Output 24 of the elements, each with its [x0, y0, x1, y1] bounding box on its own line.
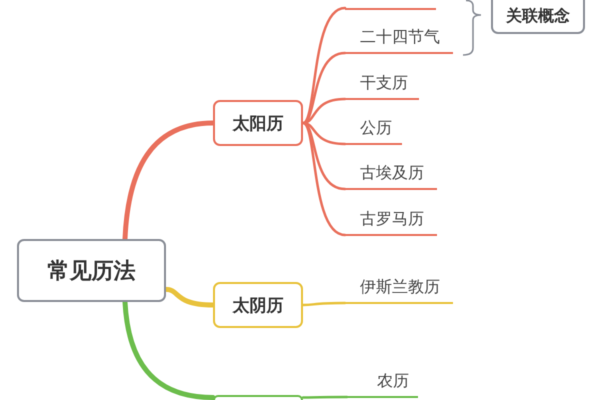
branch-connector [302, 122, 346, 236]
subtopic-label: 公历 [345, 114, 402, 144]
subtopic-label: 伊斯兰教历 [345, 273, 453, 304]
topic-title: 关联概念 [506, 6, 570, 26]
main-topic-box [213, 395, 303, 400]
branch-connector [122, 300, 216, 400]
topic-title: 太阳历 [232, 112, 284, 134]
topic-title: 太阴历 [232, 294, 284, 316]
central-topic-box [17, 239, 166, 302]
subtopic-label: 古罗马历 [345, 205, 437, 236]
subtopic-label: 干支历 [345, 69, 419, 100]
subtopic-label: 农历 [347, 367, 418, 398]
topic-title: 常见历法 [48, 258, 136, 286]
branch-connector [164, 286, 216, 308]
subtopic-label: 古埃及历 [345, 159, 437, 190]
branch-connector [302, 302, 346, 306]
main-topic-box [213, 282, 303, 328]
branch-connector [122, 120, 216, 242]
topic-underline [345, 7, 436, 10]
main-topic-box [213, 100, 303, 146]
branch-connector [302, 6, 346, 124]
branch-connector [302, 396, 348, 399]
summary-topic-box [491, 0, 585, 34]
subtopic-label: 二十四节气 [345, 23, 453, 54]
